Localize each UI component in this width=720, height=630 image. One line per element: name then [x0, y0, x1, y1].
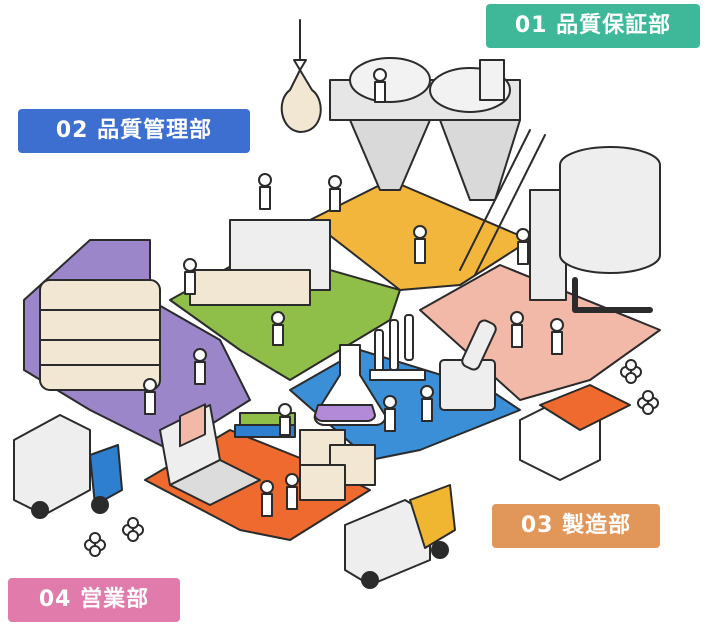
hook-icon [293, 59, 307, 71]
department-label-quality-assurance: 01 品質保証部 [486, 4, 700, 48]
large-vessel-icon [559, 146, 661, 274]
flower-icon-2 [122, 517, 144, 542]
delivery-truck-blue [13, 414, 123, 519]
laptop-icon [159, 403, 261, 506]
delivery-truck-yellow [344, 484, 456, 589]
flask-liquid [314, 404, 376, 422]
flower-icon-4 [637, 390, 659, 415]
department-label-manufacturing: 03 製造部 [492, 504, 660, 548]
tank-dome-left [349, 57, 431, 103]
hopper-funnel-left [349, 119, 431, 191]
department-label-sales: 04 営業部 [8, 578, 180, 622]
test-tube-rack [369, 314, 426, 381]
hopper-funnel-right [439, 119, 521, 201]
pipe-elbow [572, 277, 653, 313]
conveyor-bed [189, 269, 311, 306]
stairs-rail [459, 129, 531, 271]
flower-icon [84, 532, 106, 557]
sack-stack [39, 279, 161, 391]
pink-zone-floor [419, 264, 661, 401]
hanging-sack-icon [280, 69, 322, 133]
house-icon [519, 384, 631, 481]
stairs-rail-2 [474, 134, 546, 276]
cardboard-boxes [299, 429, 376, 501]
microscope-icon [439, 319, 497, 411]
department-label-quality-control: 02 品質管理部 [18, 109, 250, 153]
worker-figure [143, 68, 564, 517]
flower-icon-3 [620, 359, 642, 384]
cyclone-column [479, 59, 505, 101]
